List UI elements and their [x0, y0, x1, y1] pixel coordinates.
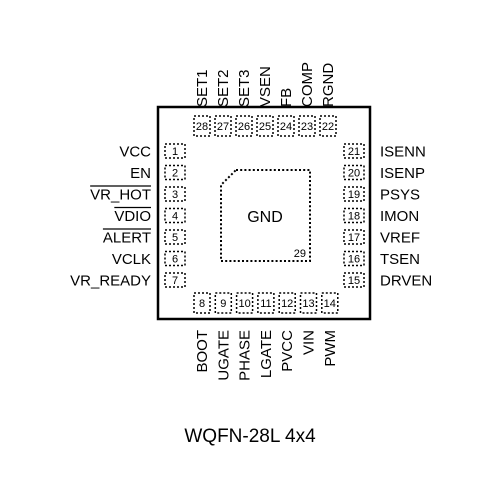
pin-number-10: 10 [238, 298, 250, 310]
pin-pad-7 [164, 272, 186, 288]
pin-label-7: VR_READY [70, 273, 151, 290]
pin-label-2: EN [130, 165, 151, 182]
pin-number-19: 19 [348, 189, 360, 201]
pin-number-2: 2 [172, 168, 178, 180]
pin-label-13: VIN [301, 330, 318, 355]
pin-label-4: VDIO [114, 208, 151, 225]
pin-label-27: SET2 [215, 69, 232, 107]
pin-label-24: FB [278, 88, 295, 107]
pin-label-15: DRVEN [380, 273, 432, 290]
pin-pad-27 [214, 115, 232, 137]
pin-pad-4 [164, 207, 186, 224]
pin-pad-10 [235, 292, 254, 314]
pin-pad-11 [257, 292, 275, 314]
pin-pad-17 [343, 229, 365, 245]
pin-label-10: PHASE [237, 330, 254, 381]
pin-pad-18 [343, 207, 365, 224]
pin-pad-3 [164, 186, 186, 202]
gnd-pad-label: GND [247, 209, 283, 226]
pin-pad-21 [343, 143, 365, 159]
pin-pad-6 [164, 250, 186, 267]
pin-pad-22 [319, 115, 337, 137]
pin-number-26: 26 [238, 121, 250, 133]
pin-pad-19 [343, 186, 365, 202]
pin-number-7: 7 [172, 275, 178, 287]
pin-label-19: PSYS [380, 187, 420, 204]
pin-pad-12 [278, 292, 296, 314]
pin-pad-8 [193, 292, 211, 314]
pin-label-11: LGATE [258, 330, 275, 378]
chip-body [156, 105, 372, 321]
pin-number-11: 11 [260, 298, 271, 310]
pin-pad-16 [343, 250, 365, 267]
pin-number-15: 15 [348, 275, 360, 287]
pin-label-5: ALERT [103, 230, 151, 247]
pin-label-12: PVCC [279, 330, 296, 372]
pin-label-9: UGATE [215, 330, 232, 381]
pin-number-12: 12 [281, 298, 293, 310]
pin-label-23: COMP [299, 62, 316, 107]
exposed-pad [220, 169, 311, 262]
pin-number-9: 9 [220, 298, 226, 310]
pin-pad-2 [164, 164, 186, 181]
pin-label-16: TSEN [380, 251, 420, 268]
pin-number-16: 16 [348, 254, 360, 266]
pin-number-28: 28 [196, 121, 208, 133]
pin-label-3: VR_HOT [90, 187, 151, 204]
pin-pad-1 [164, 143, 186, 159]
pin-label-20: ISENP [380, 165, 425, 182]
pin-number-1: 1 [172, 146, 178, 158]
pin-pad-24 [277, 115, 295, 137]
pin-label-21: ISENN [380, 144, 426, 161]
pin-label-18: IMON [380, 208, 419, 225]
package-label: WQFN-28L 4x4 [184, 426, 316, 447]
pin-label-1: VCC [119, 144, 151, 161]
pin-pad-26 [235, 115, 253, 137]
pin-pad-13 [299, 292, 318, 314]
pin-label-26: SET3 [236, 69, 253, 107]
pin-pad-5 [164, 229, 186, 245]
pin-label-17: VREF [380, 230, 420, 247]
pin-number-17: 17 [348, 232, 360, 244]
pin-label-22: RGND [320, 63, 337, 107]
pin-pad-9 [214, 292, 233, 314]
pin-number-3: 3 [172, 189, 178, 201]
pin-number-21: 21 [348, 146, 360, 158]
pin-label-28: SET1 [194, 69, 211, 107]
pin-label-6: VCLK [112, 251, 151, 268]
pin-number-4: 4 [172, 211, 178, 223]
pin-number-8: 8 [199, 298, 205, 310]
pin-pad-28 [193, 115, 211, 137]
pin-number-18: 18 [348, 211, 360, 223]
pin-pad-14 [321, 292, 339, 314]
pin-label-25: VSEN [257, 66, 274, 107]
pin-number-23: 23 [301, 121, 313, 133]
pin-number-13: 13 [302, 298, 314, 310]
pin-number-25: 25 [259, 121, 271, 133]
pin-number-20: 20 [348, 168, 360, 180]
pin-number-14: 14 [324, 298, 336, 310]
pin-label-8: BOOT [194, 330, 211, 373]
pin-pad-25 [256, 115, 274, 137]
pin-pad-20 [343, 164, 365, 181]
pins-layer: 1 VCC 2 EN 3 VR_HOT 4 VDIO 5 ALERT 6 VCLK 7 VR_READY 2… [70, 62, 432, 381]
pin-label-14: PWM [322, 330, 339, 367]
gnd-pad-pin-number: 29 [294, 248, 306, 260]
pin-number-22: 22 [322, 121, 334, 133]
pin-number-27: 27 [217, 121, 229, 133]
pin-number-24: 24 [280, 121, 292, 133]
pin-pad-15 [343, 272, 365, 288]
pin-number-5: 5 [172, 232, 178, 244]
pin-pad-23 [298, 115, 316, 137]
pin-number-6: 6 [172, 254, 178, 266]
